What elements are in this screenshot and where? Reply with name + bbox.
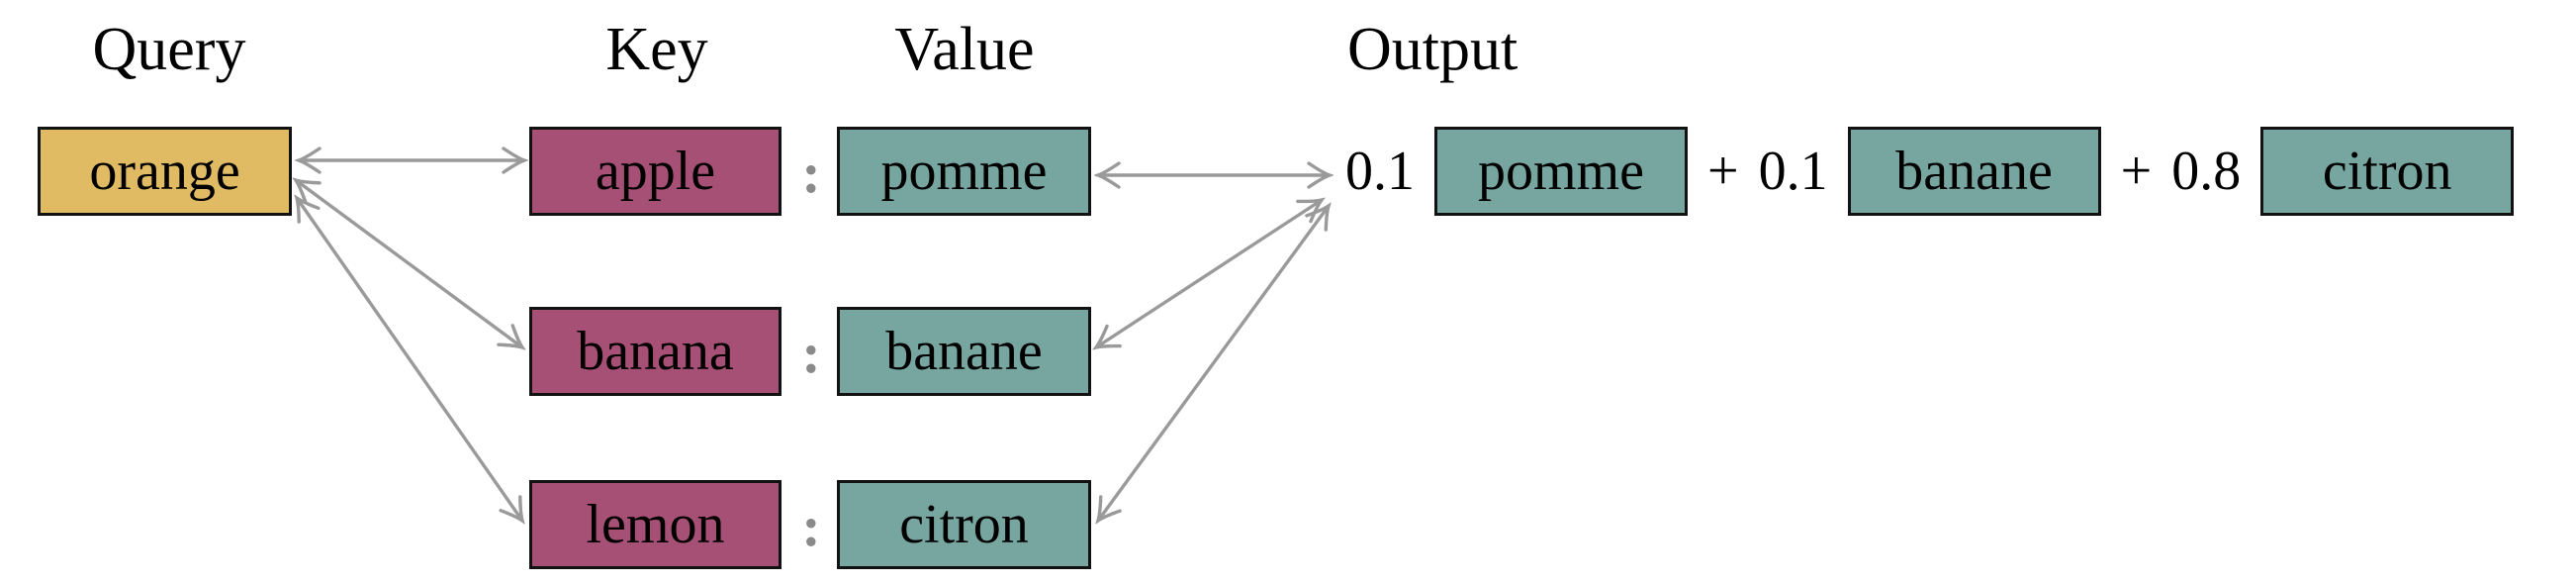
output-column-label: Output xyxy=(1347,16,1518,83)
colon-separator-row3: : xyxy=(801,494,820,558)
arrow-orange-banana xyxy=(296,180,522,347)
output-box-banane: banane xyxy=(1847,127,2101,216)
value-box-citron: citron xyxy=(837,480,1091,569)
arrow-orange-lemon xyxy=(297,198,522,521)
output-box-pomme: pomme xyxy=(1434,127,1688,216)
arrow-banane-output xyxy=(1096,200,1322,347)
value-column-label: Value xyxy=(894,16,1035,83)
output-weight-banane: 0.1 xyxy=(1758,141,1828,202)
key-box-lemon: lemon xyxy=(529,480,782,569)
colon-separator-row2: : xyxy=(801,321,820,385)
key-box-apple: apple xyxy=(529,127,782,216)
query-box-orange: orange xyxy=(38,127,292,216)
query-column-label: Query xyxy=(92,16,246,83)
output-weight-citron: 0.8 xyxy=(2171,141,2242,202)
colon-separator-row1: : xyxy=(801,141,820,205)
output-expression: 0.1 pomme + 0.1 banane + 0.8 citron xyxy=(1345,127,2515,216)
key-box-banana: banana xyxy=(529,307,782,396)
value-box-pomme: pomme xyxy=(837,127,1091,216)
output-weight-pomme: 0.1 xyxy=(1345,141,1415,202)
value-box-banane: banane xyxy=(837,307,1091,396)
plus-sign: + xyxy=(1707,141,1739,202)
key-column-label: Key xyxy=(605,16,708,83)
arrow-citron-output xyxy=(1098,206,1329,521)
plus-sign: + xyxy=(2120,141,2153,202)
output-box-citron: citron xyxy=(2260,127,2515,216)
